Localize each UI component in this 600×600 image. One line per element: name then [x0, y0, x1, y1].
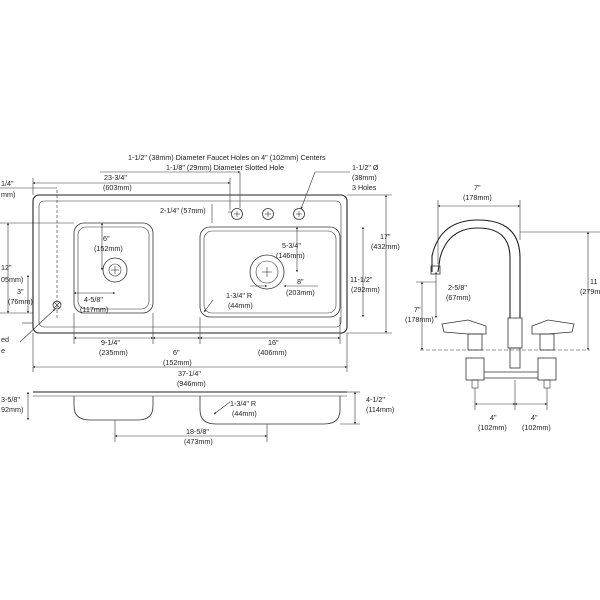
- dim-946mm: (946mm): [177, 379, 206, 388]
- faucet-hole-1: [231, 208, 243, 220]
- dim-3: 3": [17, 287, 24, 296]
- dim-432mm: (432mm): [371, 242, 400, 251]
- left-mm-label: mm): [1, 190, 15, 199]
- dim-11-1-2: 11-1/2": [350, 275, 373, 284]
- dimension-labels: 1-1/2" (38mm) Diameter Faucet Holes on 4…: [1, 153, 600, 446]
- dim-1-3-4-r-elev: 1-3/4" R: [230, 399, 256, 408]
- dim-92mm: 92mm): [1, 405, 23, 414]
- faucet-dim-4-a: 4": [490, 413, 497, 422]
- slotted-hole-note: 1-1/8" (29mm) Diameter Slotted Hole: [166, 163, 284, 172]
- dim-16: 16": [268, 338, 279, 347]
- dim-406mm: (406mm): [258, 348, 287, 357]
- faucet-dim-7-left: 7": [414, 305, 421, 314]
- dim-23-3-4: 23-3/4": [104, 173, 127, 182]
- faucet-elevation: [416, 200, 600, 410]
- faucet-dim-7-top: 7": [474, 183, 481, 192]
- dim-292mm: (292mm): [351, 285, 380, 294]
- hole-diameter-mm: (38mm): [352, 173, 377, 182]
- dim-152mm: (152mm): [94, 244, 123, 253]
- dim-44mm: (44mm): [228, 301, 253, 310]
- dim-117mm: (117mm): [80, 305, 108, 314]
- dim-6-bottom: 6": [173, 348, 180, 357]
- sink-side-elevation: [26, 391, 360, 442]
- faucet-hole-3: [293, 208, 305, 220]
- dim-4-5-8: 4-5/8": [84, 295, 103, 304]
- dim-4-1-2: 4-1/2": [366, 395, 385, 404]
- left-quarter-label: 1/4": [1, 179, 14, 188]
- dim-9-1-4: 9-1/4": [101, 338, 120, 347]
- dim-114mm: (114mm): [366, 405, 394, 414]
- sink-inner-rim: [38, 200, 342, 328]
- dim-146mm: (146mm): [276, 251, 305, 260]
- dim-203mm: (203mm): [286, 288, 315, 297]
- faucet-dim-4-b: 4": [531, 413, 538, 422]
- three-holes-label: 3 Holes: [352, 183, 377, 192]
- dim-1-3-4-r: 1-3/4" R: [226, 291, 252, 300]
- dim-603mm: (603mm): [103, 183, 132, 192]
- faucet-dim-178mm-top: (178mm): [463, 193, 492, 202]
- faucet-dim-67mm: (67mm): [446, 293, 471, 302]
- dim-8: 8": [297, 277, 304, 286]
- faucet-dim-178mm-left: (178mm): [405, 315, 434, 324]
- faucet-dim-279mm: (279m: [580, 287, 600, 296]
- left-e-label: e: [1, 346, 5, 355]
- faucet-dim-102mm-b: (102mm): [522, 423, 551, 432]
- faucet-dim-102mm-a: (102mm): [478, 423, 507, 432]
- sink-plan-view: [0, 170, 392, 372]
- dim-76mm: (76mm): [8, 297, 33, 306]
- right-drain: [249, 254, 285, 290]
- dim-473mm: (473mm): [184, 437, 213, 446]
- faucet-dim-2-5-8: 2-5/8": [448, 283, 467, 292]
- dim-6: 6": [103, 234, 110, 243]
- dim-17: 17": [380, 232, 391, 241]
- dim-37-1-4: 37-1/4": [178, 369, 201, 378]
- sink-outer-rim: [32, 194, 348, 334]
- right-bowl: [199, 226, 341, 318]
- dim-05mm-left: 05mm): [1, 275, 23, 284]
- dim-44mm-elev: (44mm): [232, 409, 257, 418]
- hole-diameter-label: 1-1/2" Ø: [352, 163, 379, 172]
- dim-235mm: (235mm): [99, 348, 128, 357]
- left-ed-label: ed: [1, 335, 9, 344]
- dim-3-5-8: 3-5/8": [1, 395, 20, 404]
- left-bowl: [73, 222, 154, 314]
- faucet-dim-11: 11: [590, 277, 597, 286]
- dim-2-1-4: 2-1/4" (57mm): [160, 206, 206, 215]
- faucet-holes-note: 1-1/2" (38mm) Diameter Faucet Holes on 4…: [128, 153, 326, 162]
- faucet-hole-2: [262, 208, 274, 220]
- dim-12-left: 12": [1, 263, 12, 272]
- dim-5-3-4: 5-3/4": [282, 241, 301, 250]
- dim-152mm-bottom: (152mm): [163, 358, 192, 367]
- dim-18-5-8: 18-5/8": [186, 427, 209, 436]
